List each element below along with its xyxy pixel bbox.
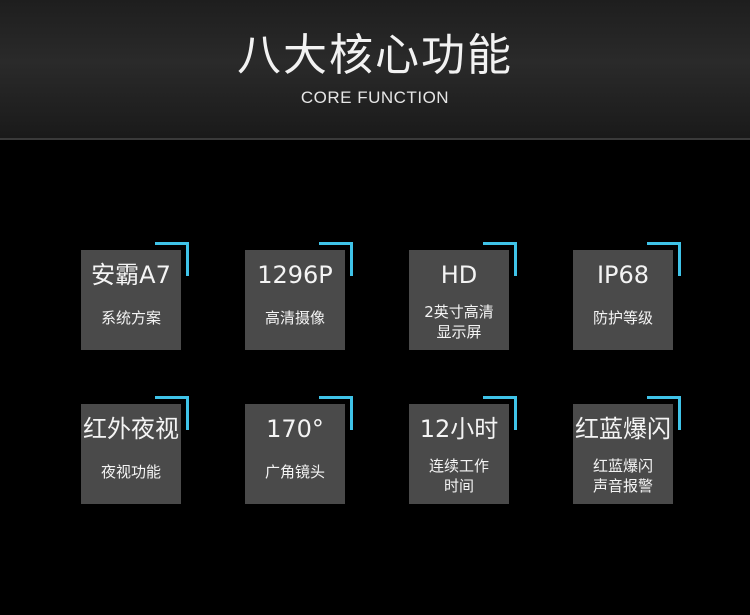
corner-bracket-icon [483,396,517,430]
page-subtitle: CORE FUNCTION [300,88,450,107]
corner-bracket-icon [647,242,681,276]
feature-caption: 红蓝爆闪 声音报警 [592,457,653,495]
page-title: 八大核心功能 [237,30,513,81]
header-banner: 八大核心功能 CORE FUNCTION [0,0,750,140]
feature-card-resolution: 1296P 高清摄像 [245,242,353,350]
feature-caption: 2英寸高清 显示屏 [424,303,494,341]
corner-bracket-icon [155,396,189,430]
corner-bracket-icon [647,396,681,430]
feature-caption: 高清摄像 [264,309,325,327]
feature-card-display: HD 2英寸高清 显示屏 [409,242,517,350]
feature-headline: HD [440,261,478,289]
feature-caption: 夜视功能 [100,463,161,481]
feature-card-chipset: 安霸A7 系统方案 [81,242,189,350]
feature-card-wide-angle: 170° 广角镜头 [245,396,353,504]
feature-card-protection: IP68 防护等级 [573,242,681,350]
feature-headline: 1296P [257,261,333,289]
feature-caption: 广角镜头 [264,463,325,481]
feature-headline: 安霸A7 [91,261,171,289]
feature-caption: 连续工作 时间 [428,457,489,495]
corner-bracket-icon [483,242,517,276]
feature-caption: 防护等级 [592,309,653,327]
feature-headline: 红蓝爆闪 [575,415,671,443]
feature-card-alarm: 红蓝爆闪 红蓝爆闪 声音报警 [573,396,681,504]
feature-headline: 红外夜视 [83,415,179,443]
feature-headline: 12小时 [419,415,499,443]
feature-card-night-vision: 红外夜视 夜视功能 [81,396,189,504]
corner-bracket-icon [319,396,353,430]
feature-headline: 170° [266,415,324,443]
corner-bracket-icon [319,242,353,276]
feature-caption: 系统方案 [100,309,161,327]
corner-bracket-icon [155,242,189,276]
feature-headline: IP68 [596,261,650,289]
feature-card-battery: 12小时 连续工作 时间 [409,396,517,504]
